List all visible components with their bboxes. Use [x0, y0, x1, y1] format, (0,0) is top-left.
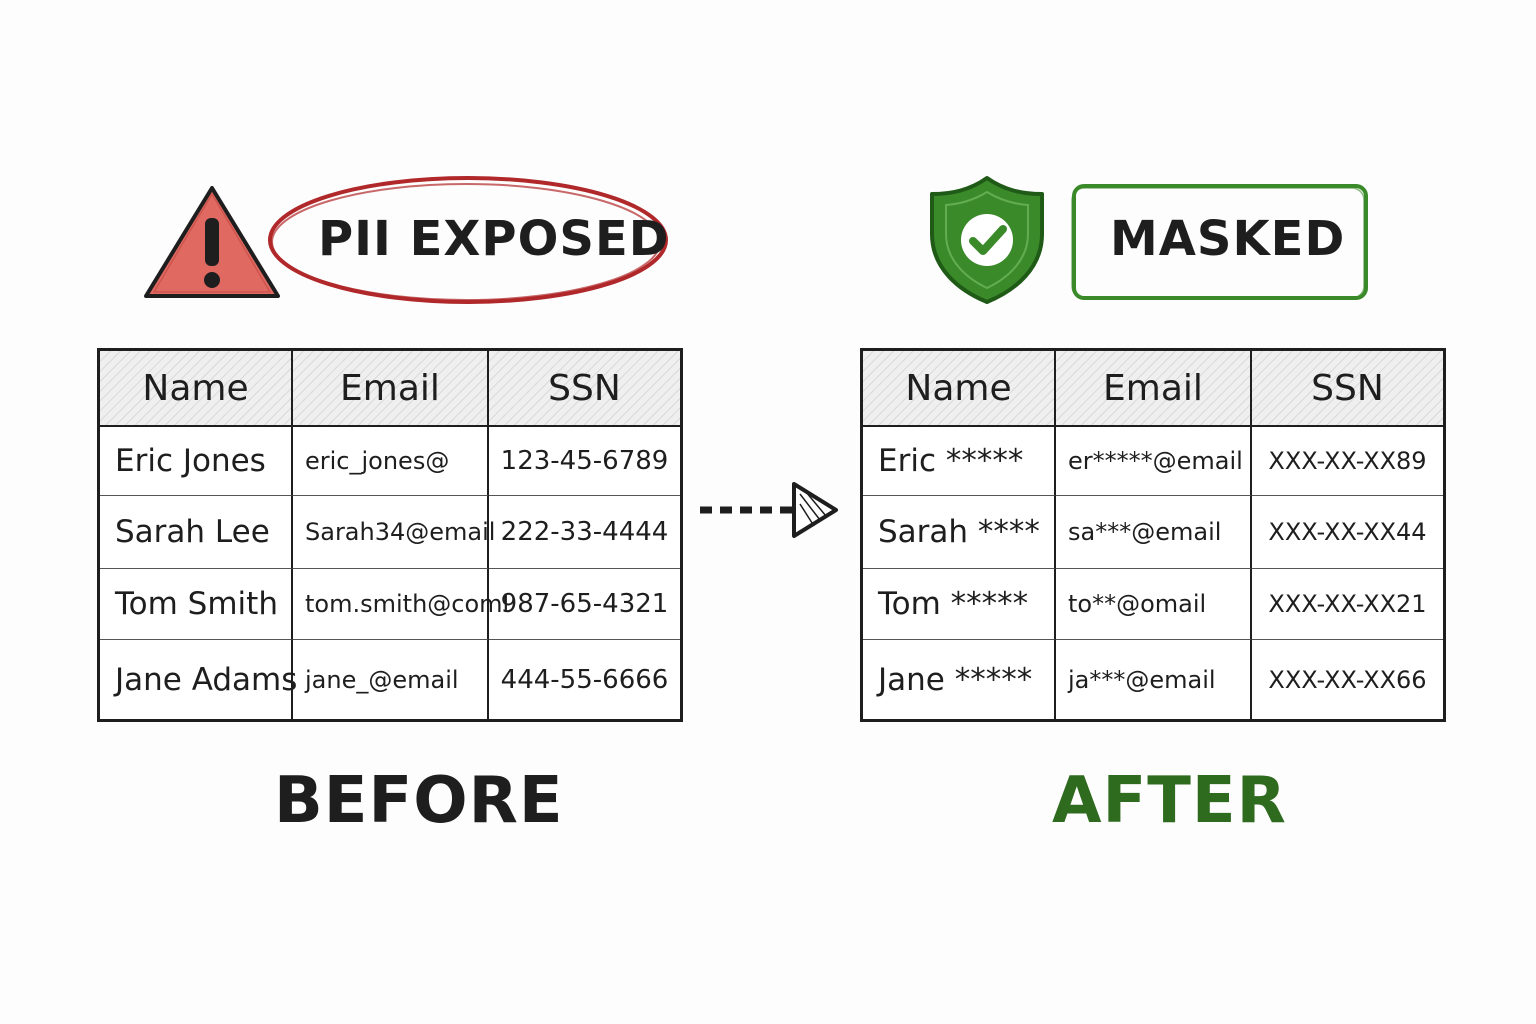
name-cell: Tom ***** — [863, 569, 1056, 640]
ssn-cell: 222-33-4444 — [489, 496, 680, 569]
ssn-cell: 444-55-6666 — [500, 664, 669, 695]
after-caption: AFTER — [1052, 764, 1287, 838]
column-header-ssn: SSN — [489, 351, 680, 427]
email-cell: er*****@email — [1056, 427, 1252, 496]
pii-exposed-label: PII EXPOSED — [318, 211, 670, 267]
name-cell: Tom Smith — [100, 569, 293, 640]
ssn-cell: XXX-XX-XX89 — [1252, 427, 1443, 496]
email-cell: sa***@email — [1056, 496, 1252, 569]
email-cell: jane_@email — [293, 640, 489, 719]
name-cell: Eric ***** — [863, 427, 1056, 496]
name-cell: Jane ***** — [863, 640, 1056, 719]
exposed-badge-oval — [268, 176, 668, 304]
ssn-cell: XXX-XX-XX66 — [1268, 665, 1427, 694]
column-header-email: Email — [1056, 351, 1252, 427]
name-cell: Eric Jones — [100, 427, 293, 496]
name-cell: Sarah **** — [863, 496, 1056, 569]
column-header-email: Email — [293, 351, 489, 427]
masked-badge-frame — [1071, 184, 1368, 300]
after-table: Name Email SSN Eric ***** er*****@email … — [860, 348, 1446, 722]
name-cell: Jane Adams — [100, 640, 297, 719]
warning-triangle-icon — [144, 186, 280, 298]
ssn-cell: 123-45-6789 — [489, 427, 680, 496]
before-caption: BEFORE — [274, 764, 564, 838]
ssn-cell: XXX-XX-XX21 — [1252, 569, 1443, 640]
email-cell: to**@omail — [1056, 569, 1252, 640]
before-table: Name Email SSN Eric Jones eric_jones@ 12… — [97, 348, 683, 722]
email-cell: ja***@email — [1056, 640, 1252, 719]
column-header-name: Name — [100, 351, 293, 427]
name-cell: Sarah Lee — [100, 496, 293, 569]
masked-label: MASKED — [1110, 211, 1346, 267]
column-header-name: Name — [863, 351, 1056, 427]
email-cell: tom.smith@coml — [293, 569, 509, 640]
shield-check-icon — [930, 176, 1044, 304]
ssn-cell: XXX-XX-XX44 — [1252, 496, 1443, 569]
email-cell: Sarah34@email — [293, 496, 495, 569]
dashed-arrow-right-icon — [700, 482, 838, 538]
ssn-cell: 987-65-4321 — [489, 569, 680, 640]
column-header-ssn: SSN — [1252, 351, 1443, 427]
email-cell: eric_jones@ — [293, 427, 489, 496]
